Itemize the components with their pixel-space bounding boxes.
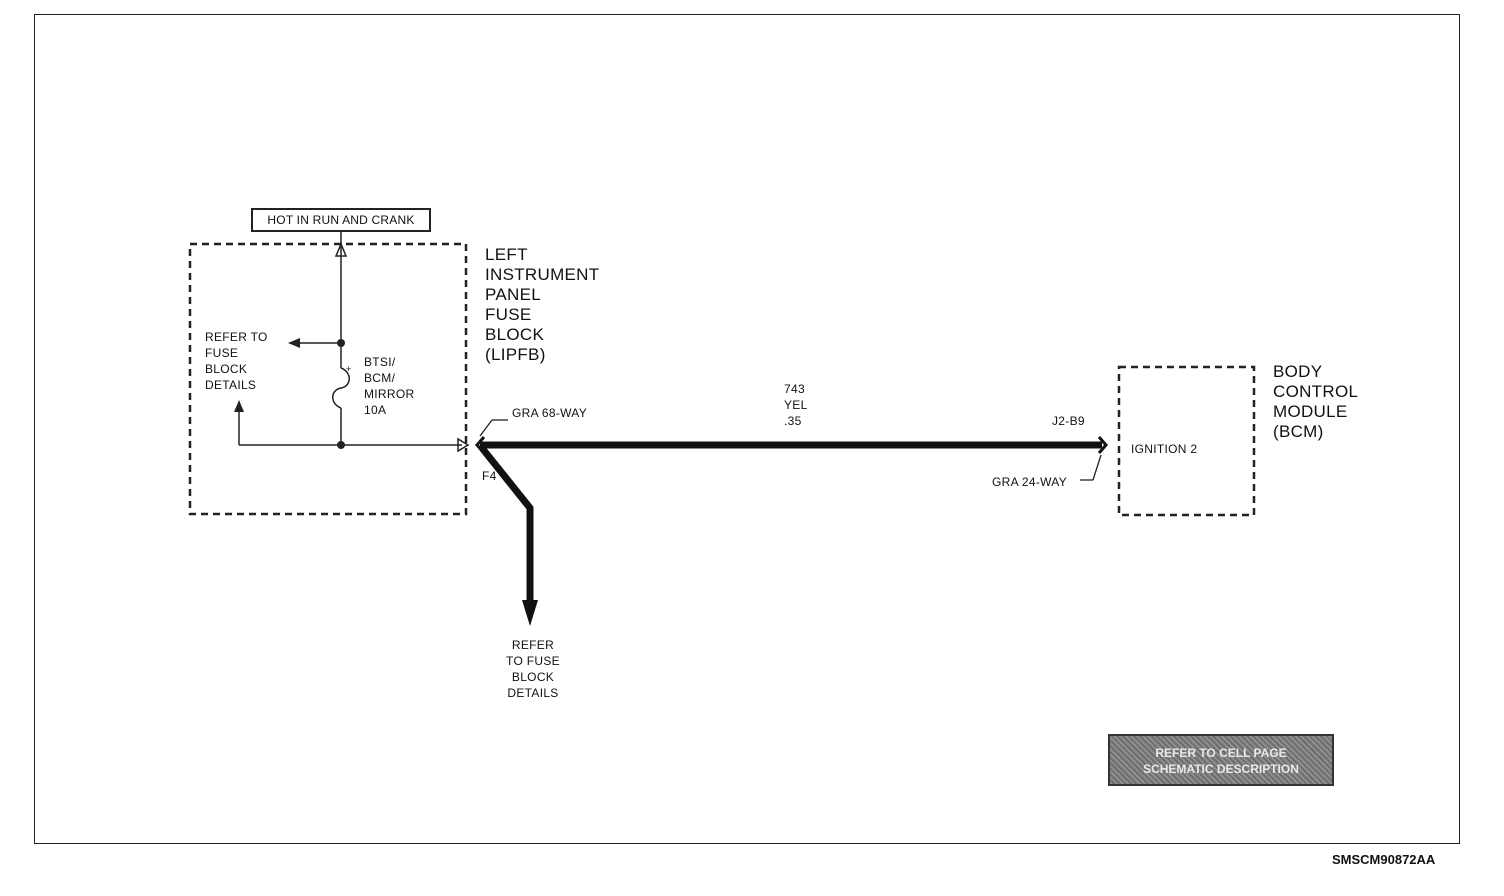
fuse-block-outline	[188, 242, 468, 516]
figure-code: SMSCM90872AA	[1332, 852, 1436, 867]
connector-arrow-f4	[457, 437, 470, 453]
bcm-terminal-label: IGNITION 2	[1131, 442, 1198, 456]
bcm-connector-label: GRA 24-WAY	[992, 475, 1068, 489]
refer-arrow-left	[288, 338, 300, 348]
lipfb-connector-label: GRA 68-WAY	[512, 406, 588, 420]
wire-circuit-number: 743	[784, 382, 805, 396]
branch-refer-label: REFER TO FUSE BLOCK DETAILS	[506, 638, 560, 700]
bcm-pin-label: J2-B9	[1052, 414, 1085, 428]
fuse-symbol	[332, 367, 350, 409]
cell-reference-box: REFER TO CELL PAGE SCHEMATIC DESCRIPTION	[1108, 734, 1334, 786]
lipfb-pin-label: F4	[482, 469, 497, 483]
wire-branch	[479, 445, 534, 604]
bcm-outline	[1117, 365, 1256, 517]
branch-arrowhead	[522, 600, 538, 626]
refer-arrow-up	[234, 400, 244, 412]
connector-chevron-bcm	[1097, 436, 1108, 454]
diagram-border	[34, 14, 1460, 844]
fuse-block-name: LEFT INSTRUMENT PANEL FUSE BLOCK (LIPFB)	[485, 245, 600, 364]
feed-arrowhead	[334, 242, 348, 257]
bcm-name: BODY CONTROL MODULE (BCM)	[1273, 362, 1359, 441]
fuse-label: BTSI/ BCM/ MIRROR 10A	[364, 355, 415, 417]
fuse-block-refer-label: REFER TO FUSE BLOCK DETAILS	[205, 330, 268, 392]
wire-gauge: .35	[784, 414, 802, 428]
fuse-plus-sign: +	[346, 364, 352, 374]
hot-in-run-crank-label: HOT IN RUN AND CRANK	[251, 208, 431, 232]
wire-color: YEL	[784, 398, 808, 412]
